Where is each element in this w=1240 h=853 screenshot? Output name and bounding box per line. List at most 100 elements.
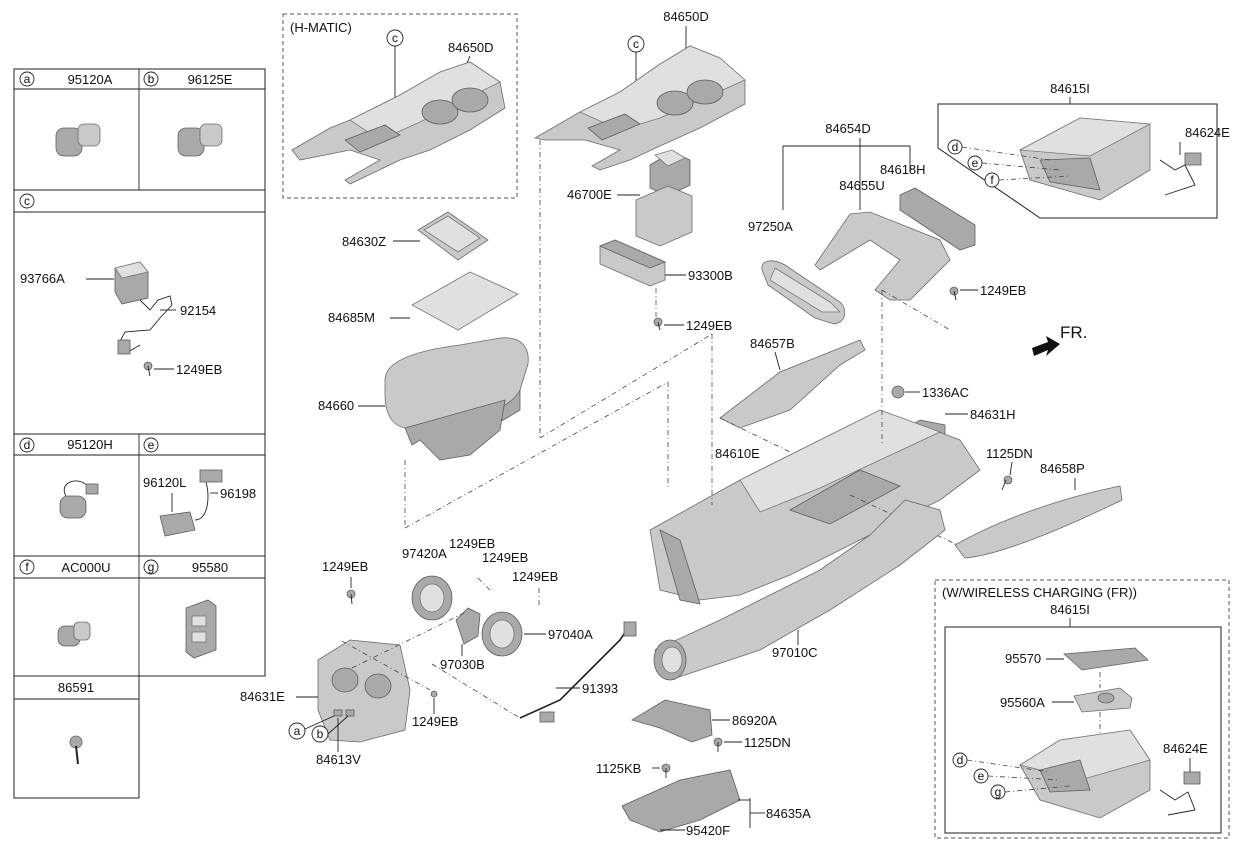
screw-icon <box>143 361 153 377</box>
front-direction-arrow: FR. <box>1032 323 1087 356</box>
top-right-letter-d: d <box>952 140 959 154</box>
garnish-drawing <box>719 339 866 429</box>
callout-1249EB-g: 1249EB <box>412 714 458 729</box>
callout-1249EB-f: 1249EB <box>512 569 558 584</box>
clip-icon <box>891 385 905 399</box>
callout-97420A: 97420A <box>402 546 447 561</box>
callout-84657B: 84657B <box>750 336 795 351</box>
callout-84658P: 84658P <box>1040 461 1085 476</box>
mat-drawing <box>411 271 519 331</box>
hmatic-part: 84650D <box>448 40 494 55</box>
wireless-letter-e: e <box>978 769 985 783</box>
legend-cell-g: g 95580 <box>143 559 228 659</box>
legend-letter-a: a <box>24 72 31 86</box>
hmatic-inset: (H-MATIC) c 84650D <box>282 13 518 199</box>
legend-letter-e: e <box>148 438 155 452</box>
legend-letter-f: f <box>25 560 29 574</box>
legend-c-part-92154: 92154 <box>180 303 216 318</box>
screw-icon <box>713 737 723 752</box>
top-right-inset: 84624E d e f <box>937 103 1230 219</box>
callout-1125DN-b: 1125DN <box>744 735 791 750</box>
top-right-letter-f: f <box>990 173 994 187</box>
legend-e-part-96198: 96198 <box>220 486 256 501</box>
callout-97010C: 97010C <box>772 645 818 660</box>
callout-1249EB-e: 1249EB <box>482 550 528 565</box>
screw-icon <box>1001 475 1013 491</box>
legend-c-part-93766A: 93766A <box>20 271 65 286</box>
screw-icon <box>949 286 959 301</box>
shift-lever-drawing <box>635 149 693 247</box>
callout-97250A: 97250A <box>748 219 793 234</box>
vent-left-drawing <box>411 575 453 621</box>
switch-part-icon <box>177 123 223 157</box>
legend-c-part-1249EB: 1249EB <box>176 362 222 377</box>
callout-84635A: 84635A <box>766 806 811 821</box>
legend-part-b: 96125E <box>188 72 233 87</box>
callout-84613V: 84613V <box>316 752 361 767</box>
usb-switch-icon <box>114 261 149 305</box>
legend-part-86591: 86591 <box>58 680 94 695</box>
screw-icon <box>661 763 671 778</box>
tray-drawing <box>417 211 489 261</box>
shift-bezel-drawing <box>533 45 746 171</box>
callout-84631H: 84631H <box>970 407 1016 422</box>
bracket-86920A-drawing <box>631 699 713 743</box>
callout-1125DN-a: 1125DN <box>986 446 1033 461</box>
main-console-drawing <box>649 409 981 605</box>
top-right-label-84624E: 84624E <box>1185 125 1230 140</box>
switch-module-drawing <box>598 239 667 287</box>
callout-1249EB-d: 1249EB <box>449 536 495 551</box>
callout-84618H: 84618H <box>880 162 926 177</box>
callout-letter-a: a <box>294 724 301 738</box>
charger-tray-drawing <box>1018 729 1151 819</box>
charger-module-drawing <box>1018 117 1152 201</box>
callout-84610E: 84610E <box>715 446 760 461</box>
wireless-label-95560A: 95560A <box>1000 695 1045 710</box>
shifter-bezel-drawing <box>291 61 506 185</box>
callout-95420F: 95420F <box>686 823 730 838</box>
legend-cell-d: d 95120H <box>19 437 113 519</box>
lamp-part-icon <box>59 480 99 519</box>
legend-cell-a: a 95120A <box>19 71 113 157</box>
callout-84660: 84660 <box>318 398 354 413</box>
callout-84654D: 84654D <box>825 121 871 136</box>
wireless-label-84624E: 84624E <box>1163 741 1208 756</box>
armrest-drawing <box>384 337 529 461</box>
trim-piece-drawing <box>761 260 846 325</box>
legend-cell-c: c 93766A 92154 1249EB <box>19 193 222 377</box>
callout-84631E: 84631E <box>240 689 285 704</box>
aux-jack-icon <box>159 469 223 537</box>
callout-46700E: 46700E <box>567 187 612 202</box>
legend-letter-g: g <box>148 560 155 574</box>
callout-1249EB-b: 1249EB <box>980 283 1026 298</box>
switch-panel-icon <box>185 599 217 659</box>
cable-drawing <box>519 624 631 719</box>
top-right-letter-e: e <box>972 156 979 170</box>
hmatic-title: (H-MATIC) <box>290 20 352 35</box>
callout-97030B: 97030B <box>440 657 485 672</box>
legend-cell-f: f AC000U <box>19 559 111 647</box>
wireless-letter-g: g <box>995 785 1002 799</box>
callout-1125KB: 1125KB <box>596 761 641 776</box>
callout-84655U: 84655U <box>839 178 885 193</box>
legend-part-g: 95580 <box>192 560 228 575</box>
callout-84650D: 84650D <box>663 9 709 24</box>
front-label: FR. <box>1060 323 1087 342</box>
wireless-part: 84615I <box>1050 602 1090 617</box>
guide-lines <box>351 140 883 719</box>
wireless-charging-inset: (W/WIRELESS CHARGING (FR)) 84615I 95570 … <box>934 579 1230 839</box>
legend-letter-c: c <box>24 194 30 208</box>
callout-91393: 91393 <box>582 681 618 696</box>
legend-letter-b: b <box>148 72 155 86</box>
legend-cell-e: e 96120L 96198 <box>143 437 256 537</box>
screw-icon <box>430 690 438 698</box>
legend-part-a: 95120A <box>68 72 113 87</box>
legend-grid <box>13 68 266 799</box>
callout-1249EB-a: 1249EB <box>686 318 732 333</box>
hmatic-letter-c: c <box>392 31 398 45</box>
screw-icon <box>346 589 356 605</box>
callout-84685M: 84685M <box>328 310 375 325</box>
callout-84630Z: 84630Z <box>342 234 386 249</box>
